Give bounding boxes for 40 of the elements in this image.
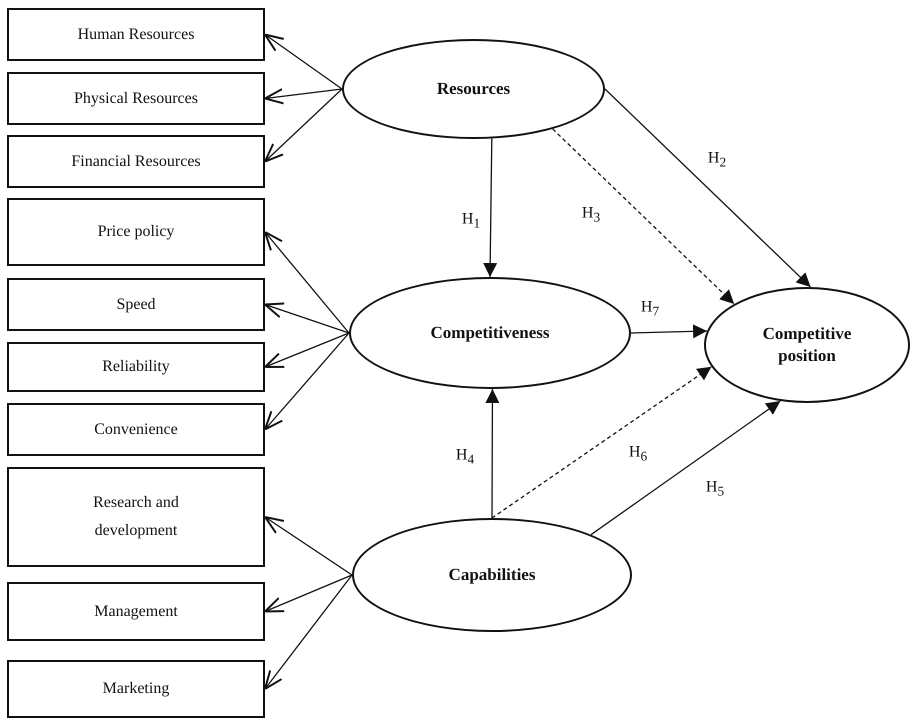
arrow [264,231,350,334]
node-label: Physical Resources [74,88,198,108]
arrow [604,88,812,288]
node-label: Competitiveness [430,322,550,344]
node-label: Management [94,602,178,622]
node-label: Competitive position [762,323,852,367]
arrow [485,388,500,518]
indicator-box [7,278,265,331]
indicator-box [7,135,265,188]
node-label: Reliability [102,357,170,377]
dashed-arrow [552,128,735,304]
arrow [264,88,342,104]
arrow [264,574,352,612]
node-label: Research and development [92,493,180,541]
indicator-box [7,582,265,641]
dashed-arrow [492,366,712,519]
arrow [483,138,498,277]
node-label: Capabilities [448,564,536,586]
arrow [264,332,350,368]
node-label: Human Resources [78,24,194,44]
arrow [630,324,708,338]
indicator-box [7,72,265,125]
node-label: Price policy [98,222,174,242]
indicator-box [7,403,265,456]
arrow [264,34,342,90]
arrow [264,332,350,430]
indicator-box [7,342,265,392]
arrow [264,516,352,576]
indicator-box [7,660,265,718]
arrow [264,88,342,162]
arrow [264,574,353,690]
node-label: Resources [436,78,510,100]
arrow [264,302,350,334]
node-label: Financial Resources [71,152,201,172]
indicator-box [7,8,265,61]
node-label: Convenience [94,420,178,440]
indicator-box [7,198,265,266]
node-label: Speed [116,294,156,314]
node-label: Marketing [102,679,170,699]
indicator-box [7,467,265,567]
